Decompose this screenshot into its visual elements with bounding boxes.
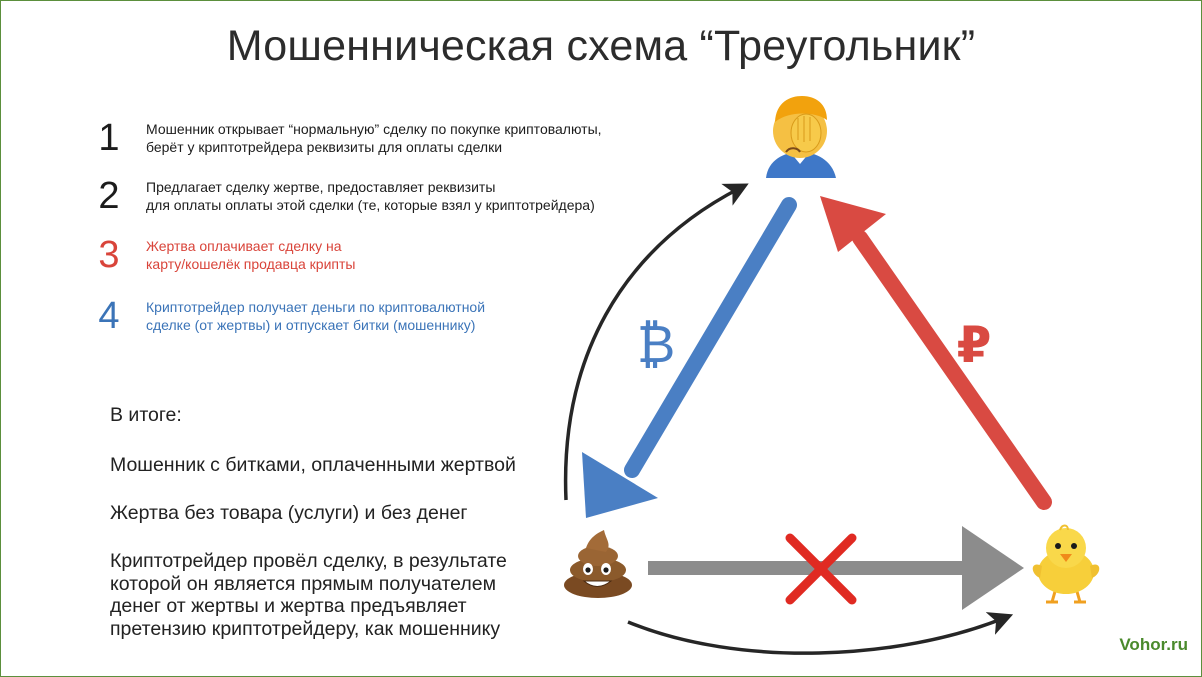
bitcoin-symbol: ₿ (637, 315, 676, 375)
summary-point: Жертва без товара (услуги) и без денег (110, 502, 468, 524)
curve-arrow-victim-to-scammer (563, 183, 749, 501)
summary-point: Мошенник с битками, оплаченными жертвой (110, 454, 516, 476)
red-arrow-ruble (820, 196, 1052, 510)
step-text: Жертва оплачивает сделку на карту/кошелё… (146, 237, 646, 273)
step-text-line: сделке (от жертвы) и отпускает битки (мо… (146, 317, 476, 333)
step-text: Криптотрейдер получает деньги по криптов… (146, 298, 646, 334)
page-title: Мошенническая схема “Треугольник” (226, 22, 976, 70)
step-text-line: Криптотрейдер получает деньги по криптов… (146, 299, 486, 315)
step-text-line: Мошенник открывает “нормальную” сделку п… (146, 121, 602, 137)
watermark: Vohor.ru (1119, 635, 1188, 654)
step-text-line: берёт у криптотрейдера реквизиты для опл… (146, 139, 503, 155)
gray-arrow-crossed (648, 526, 1024, 610)
step-number: 1 (98, 117, 120, 159)
red-cross-icon (785, 533, 857, 605)
step-text: Предлагает сделку жертве, предоставляет … (146, 178, 646, 214)
blue-arrow-bitcoin (582, 197, 797, 518)
step-text-line: карту/кошелёк продавца крипты (146, 256, 356, 272)
step-text: Мошенник открывает “нормальную” сделку п… (146, 120, 646, 156)
poop-emoji-icon (564, 530, 632, 598)
ruble-symbol: ₽ (957, 316, 992, 374)
summary-point: Криптотрейдер провёл сделку, в результат… (110, 550, 507, 640)
step-text-line: Предлагает сделку жертве, предоставляет … (146, 179, 496, 195)
chick-emoji-icon (1032, 524, 1100, 604)
curve-arrow-victim-to-trader (627, 612, 1014, 655)
step-number: 2 (98, 175, 120, 217)
step-text-line: Жертва оплачивает сделку на (146, 238, 342, 254)
step-text-line: для оплаты оплаты этой сделки (те, котор… (146, 197, 595, 213)
summary-heading: В итоге: (110, 404, 182, 426)
step-number: 3 (98, 234, 120, 276)
facepalm-person-icon (766, 96, 836, 178)
step-number: 4 (98, 295, 120, 337)
